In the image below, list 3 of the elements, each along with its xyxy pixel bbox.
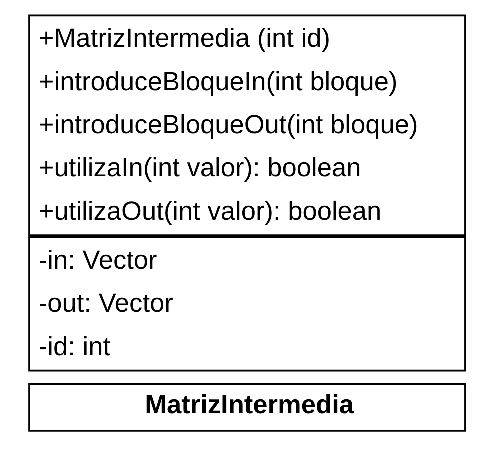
node-box: -in: Vector -out: Vector -id: int [28,236,466,372]
node-box: +MatrizIntermedia (int id) +introduceBloqueIn(int bloque) +introduceBloqueOut(int bloque) +utilizaIn(int valor): boolean +utilizaOut(int valor): boolean [28,14,466,236]
node-box: MatrizIntermedia [28,383,466,432]
